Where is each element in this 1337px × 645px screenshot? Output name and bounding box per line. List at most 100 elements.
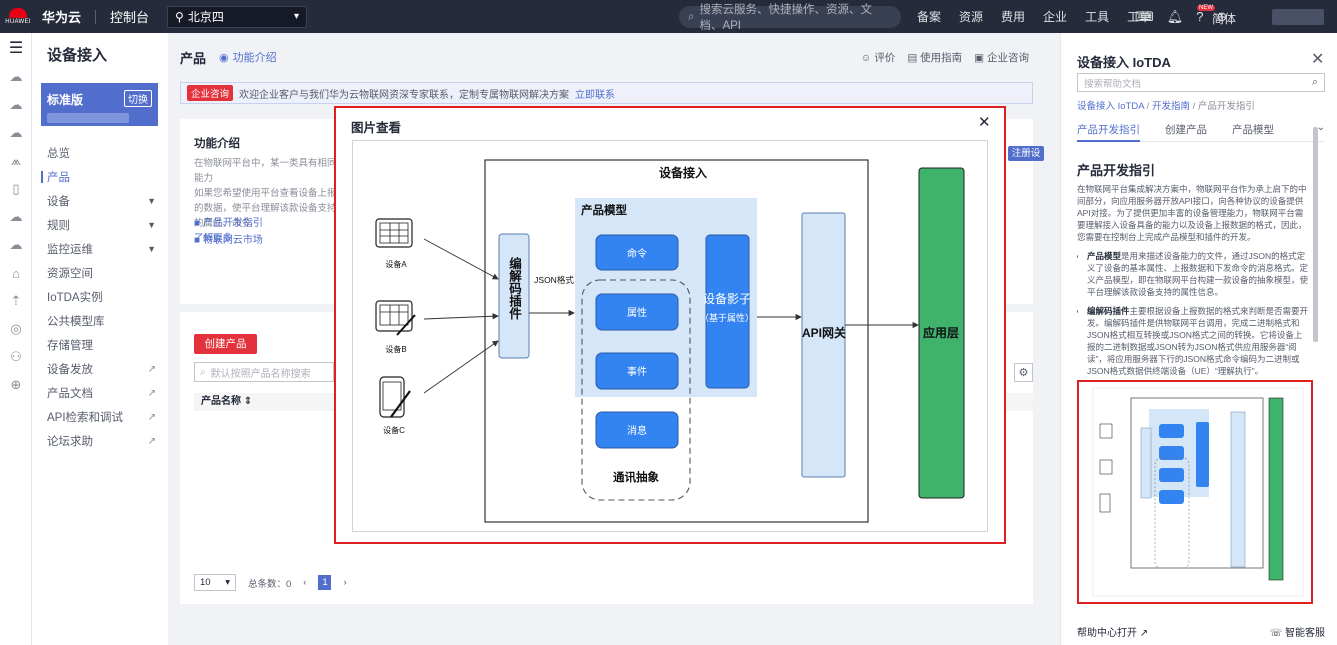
- breadcrumb-iotda[interactable]: 设备接入 IoTDA: [1077, 101, 1145, 112]
- compass-icon[interactable]: ◎: [10, 321, 22, 336]
- sidebar-item-provisioning[interactable]: 设备发放↗: [47, 363, 156, 377]
- new-badge: NEW: [1197, 5, 1215, 11]
- smart-service-button[interactable]: ☏ 智能客服: [1269, 628, 1325, 639]
- thumbnail-diagram: [1092, 387, 1304, 597]
- sidebar-item-rules[interactable]: 规则▼: [47, 220, 156, 232]
- help-tabs: 产品开发指引 创建产品 产品模型 ⌄: [1077, 122, 1325, 142]
- nodes-icon[interactable]: ⚇: [10, 349, 22, 364]
- contact-now-link[interactable]: 立即联系: [575, 89, 616, 101]
- model-item-property: [595, 293, 679, 331]
- article-bullet-model: 产品模型是用来描述设备能力的文件，通过JSON的格式定义了设备的基本属性、上报数…: [1087, 250, 1309, 298]
- chevron-down-icon[interactable]: ⌄: [1316, 122, 1325, 133]
- diagram-thumbnail[interactable]: [1077, 380, 1313, 604]
- edition-name: 标准版: [47, 93, 84, 107]
- search-icon[interactable]: ⌕: [1311, 76, 1318, 88]
- consult-button[interactable]: ▣ 企业咨询: [974, 51, 1029, 64]
- prev-page-icon[interactable]: ‹: [303, 577, 307, 588]
- region-selector[interactable]: ⚲ 北京四 ▾: [167, 5, 308, 28]
- huawei-logo[interactable]: HUAWEI: [0, 0, 36, 33]
- link-iot-market[interactable]: ■ 物联网云市场: [194, 235, 263, 246]
- nav-enterprise[interactable]: 企业: [1043, 10, 1068, 24]
- sidebar-item-docs[interactable]: 产品文档↗: [47, 387, 156, 401]
- nav-tickets[interactable]: 工单: [1127, 10, 1152, 24]
- device-shadow-label: 设备影子: [703, 292, 751, 306]
- register-device-button[interactable]: 注册设备: [1008, 146, 1044, 174]
- link-dev-guide[interactable]: ■ 产品开发指引: [194, 218, 263, 229]
- menu-icon[interactable]: ☰: [8, 40, 24, 57]
- sidebar-item-devices[interactable]: 设备▼: [47, 196, 156, 208]
- learn-more-link[interactable]: 了解更多: [194, 233, 233, 244]
- global-search-input[interactable]: ⌕ 搜索云服务、快捷操作、资源、文档、API: [679, 4, 901, 32]
- document-icon[interactable]: ▯: [12, 181, 20, 196]
- tag-icon[interactable]: ⌂: [12, 265, 20, 281]
- page-title: 产品: [180, 50, 207, 66]
- console-link[interactable]: 控制台: [110, 10, 150, 25]
- external-link-icon: ↗: [147, 363, 156, 375]
- page-size-select[interactable]: 10▾: [194, 574, 236, 591]
- rate-button[interactable]: ☺ 评价: [860, 51, 896, 64]
- create-product-button[interactable]: 创建产品: [194, 334, 257, 354]
- sidebar-item-overview[interactable]: 总览: [47, 148, 70, 160]
- bell-icon[interactable]: 🔔︎: [1166, 8, 1184, 24]
- tab-create-product[interactable]: 创建产品: [1165, 124, 1207, 136]
- next-page-icon[interactable]: ›: [343, 577, 347, 588]
- page-header: 产品 ◉功能介绍 ☺ 评价 ▤ 使用指南 ▣ 企业咨询: [180, 47, 1040, 67]
- cloud-storage-icon[interactable]: ☁: [9, 209, 23, 224]
- world-icon[interactable]: ⊕: [10, 377, 22, 392]
- tab-product-model[interactable]: 产品模型: [1232, 124, 1274, 136]
- help-icon[interactable]: ?: [1196, 9, 1204, 24]
- switch-edition-button[interactable]: 切换: [124, 90, 152, 107]
- device-a-label: 设备A: [385, 259, 407, 269]
- eye-icon: ◉: [219, 51, 229, 64]
- sidebar-item-monitoring[interactable]: 监控运维▼: [47, 244, 156, 256]
- article-bullet-codec: 编解码插件主要根据设备上报数据的格式来判断是否需要开发。编解码插件是供物联网平台…: [1087, 305, 1309, 377]
- terminal-icon[interactable]: ⌨: [1135, 8, 1154, 24]
- upload-icon[interactable]: ⇡: [10, 293, 22, 308]
- column-product-name[interactable]: 产品名称: [201, 396, 241, 407]
- product-search-input[interactable]: ⌕ 默认按照产品名称搜索: [194, 362, 334, 382]
- nav-billing[interactable]: 费用: [1001, 10, 1026, 24]
- cloud-service-icon[interactable]: ☁: [9, 237, 23, 252]
- model-item-property-label: 属性: [627, 306, 647, 319]
- cloud-server-icon[interactable]: ☁: [9, 97, 23, 112]
- architecture-diagram: 设备接入 产品模型 通讯抽象 命令 属性 事件 消息 设备影子 （基于属性） 编…: [375, 159, 965, 523]
- tab-dev-guide[interactable]: 产品开发指引: [1077, 122, 1140, 142]
- image-viewer-dialog: 图片查看 ✕ 设备接入 产品模型 通讯抽象 命令 属性 事件: [334, 106, 1006, 544]
- scrollbar[interactable]: [1313, 127, 1318, 342]
- cloud-icon[interactable]: ☁: [9, 69, 23, 84]
- language-selector[interactable]: 简体: [1212, 12, 1237, 26]
- close-icon[interactable]: ✕: [1311, 51, 1325, 68]
- globe-icon[interactable]: ⊕: [1216, 8, 1228, 24]
- sidebar-item-iotda-instance[interactable]: IoTDA实例: [47, 292, 103, 304]
- sidebar-item-forum[interactable]: 论坛求助↗: [47, 435, 156, 449]
- caret-down-icon: ▾: [225, 577, 230, 588]
- settings-gear-icon[interactable]: ⚙: [1014, 363, 1033, 382]
- sidebar-item-resource-space[interactable]: 资源空间: [47, 268, 93, 280]
- nav-resources[interactable]: 资源: [959, 10, 984, 24]
- nav-beian[interactable]: 备案: [917, 10, 942, 24]
- brand-name[interactable]: 华为云: [42, 10, 82, 25]
- sidebar-item-products[interactable]: 产品: [32, 165, 168, 189]
- nav-tools[interactable]: 工具: [1085, 10, 1110, 24]
- page-number[interactable]: 1: [318, 575, 332, 590]
- device-b-label: 设备B: [385, 344, 406, 354]
- sidebar-menu: 总览 产品 设备▼ 规则▼ 监控运维▼ 资源空间 IoTDA实例 公共模型库 存…: [32, 141, 168, 453]
- cloud-database-icon[interactable]: ☁: [9, 125, 23, 140]
- sidebar-title: 设备接入: [47, 47, 108, 64]
- sidebar-item-api-explorer[interactable]: API检索和调试↗: [47, 411, 156, 425]
- device-b-icon: [375, 300, 416, 336]
- sidebar-item-public-models[interactable]: 公共模型库: [47, 316, 105, 328]
- guide-button[interactable]: ▤ 使用指南: [907, 51, 963, 64]
- network-icon[interactable]: ⩕: [10, 153, 22, 168]
- sort-icon[interactable]: ⇕: [243, 396, 253, 407]
- service-icon-rail: ☰ ☁ ☁ ☁ ⩕ ▯ ☁ ☁ ⌂ ⇡ ◎ ⚇ ⊕: [0, 33, 32, 645]
- user-account[interactable]: [1272, 9, 1324, 25]
- close-icon[interactable]: ✕: [978, 114, 991, 131]
- help-search-input[interactable]: 搜索帮助文档 ⌕: [1077, 73, 1325, 92]
- sidebar-item-storage[interactable]: 存储管理: [47, 340, 93, 352]
- device-a-icon: [375, 218, 413, 248]
- feature-intro-link[interactable]: ◉功能介绍: [219, 51, 277, 65]
- open-help-center-link[interactable]: 帮助中心打开 ↗: [1077, 628, 1149, 639]
- breadcrumb-dev-guide[interactable]: 开发指南: [1151, 101, 1190, 112]
- model-item-message: [595, 411, 679, 449]
